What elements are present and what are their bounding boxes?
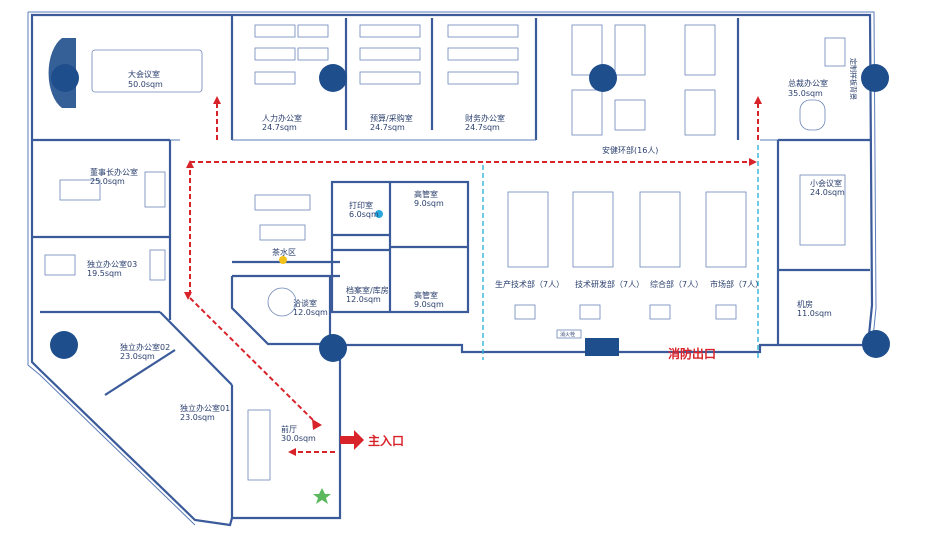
column-marker xyxy=(50,331,78,359)
room-area: 9.0sqm xyxy=(414,199,444,208)
department-label: 综合部（7人） xyxy=(650,279,703,289)
tea-room-marker xyxy=(279,256,287,264)
room-name: 董事长办公室 xyxy=(90,167,138,177)
room-name: 安健环部(16人) xyxy=(602,145,658,155)
plant-icon xyxy=(313,488,331,504)
room-area: 24.0sqm xyxy=(810,188,845,197)
room-area: 6.0sqm xyxy=(349,210,379,219)
print-room-marker xyxy=(375,210,383,218)
column-marker xyxy=(589,64,617,92)
room-area: 30.0sqm xyxy=(281,434,316,443)
room-area: 12.0sqm xyxy=(293,308,328,317)
outer-walls xyxy=(27,11,877,527)
room-name: 独立办公室01 xyxy=(180,403,230,413)
fire-exit-door xyxy=(556,329,619,356)
glass-partitions xyxy=(482,145,759,360)
room-name: 洽谈室 xyxy=(293,298,317,308)
room-area: 19.5sqm xyxy=(87,269,122,278)
room-name: 前厅 xyxy=(281,424,297,434)
room-area: 35.0sqm xyxy=(788,89,823,98)
column-marker xyxy=(51,64,79,92)
column-marker xyxy=(862,330,890,358)
room-name: 大会议室 xyxy=(128,69,160,79)
department-desks xyxy=(507,191,747,320)
room-name: 茶水区 xyxy=(272,247,296,257)
column-marker xyxy=(319,64,347,92)
room-name: 财务办公室 xyxy=(465,113,505,123)
room-name: 高管室 xyxy=(414,189,438,199)
room-name: 预算/采购室 xyxy=(370,113,413,123)
room-area: 24.7sqm xyxy=(465,123,500,132)
room-name: 独立办公室03 xyxy=(87,259,137,269)
office-desks xyxy=(44,24,846,481)
column-marker xyxy=(319,334,347,362)
room-name: 总裁办公室 xyxy=(788,78,828,88)
left-partitions xyxy=(32,138,234,518)
department-label: 市场部（7人） xyxy=(710,279,763,289)
gm-side-label: 定制样板背景 xyxy=(849,58,858,100)
room-name: 机房 xyxy=(797,299,813,309)
room-area: 24.7sqm xyxy=(370,123,405,132)
central-partitions xyxy=(230,180,470,346)
room-name: 人力办公室 xyxy=(262,113,302,123)
room-name: 高管室 xyxy=(414,290,438,300)
main-entrance-label: 主入口 xyxy=(368,433,404,448)
room-name: 打印室 xyxy=(349,200,373,210)
room-area: 25.0sqm xyxy=(90,177,125,186)
room-area: 11.0sqm xyxy=(797,309,832,318)
structural-columns xyxy=(50,64,890,362)
evacuation-route xyxy=(184,96,762,456)
room-name: 独立办公室02 xyxy=(120,342,170,352)
room-area: 12.0sqm xyxy=(346,295,381,304)
column-marker xyxy=(861,64,889,92)
department-label: 生产技术部（7人） xyxy=(495,279,564,289)
right-partitions xyxy=(776,138,870,345)
room-name: 小会议室 xyxy=(810,178,842,188)
room-area: 23.0sqm xyxy=(120,352,155,361)
department-label: 技术研发部（7人） xyxy=(575,279,644,289)
room-area: 24.7sqm xyxy=(262,123,297,132)
fire-exit-label: 消防出口 xyxy=(668,346,716,361)
room-area: 23.0sqm xyxy=(180,413,215,422)
room-area: 9.0sqm xyxy=(414,300,444,309)
fire-hydrant-label: 消火栓 xyxy=(560,331,575,338)
room-area: 50.0sqm xyxy=(128,80,163,89)
room-name: 档案室/库房 xyxy=(346,285,389,295)
